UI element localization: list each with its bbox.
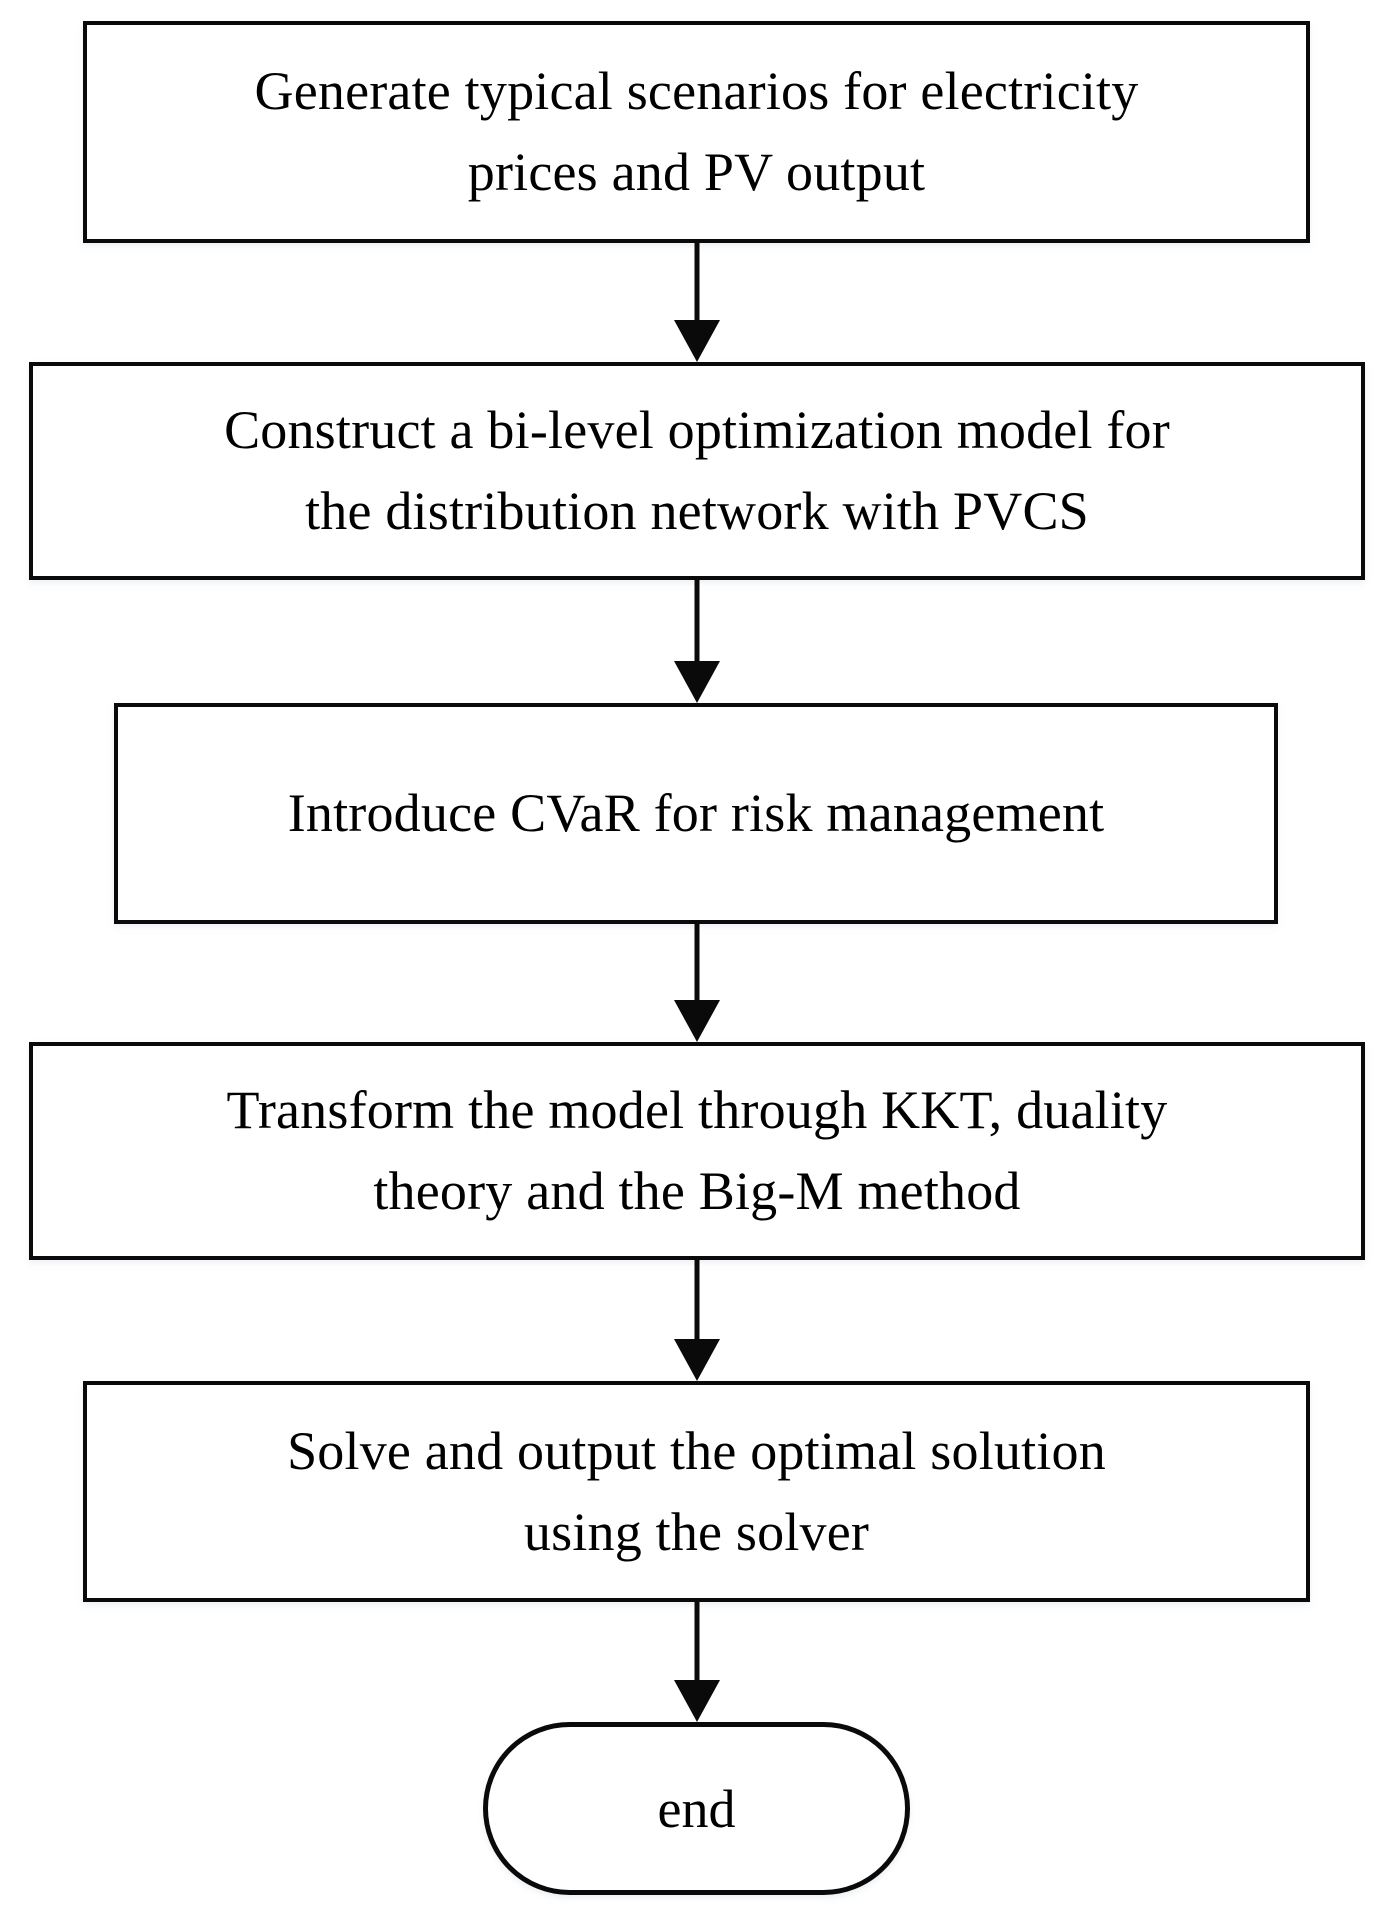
flowchart-node-introduce-cvar: Introduce CVaR for risk management — [114, 703, 1278, 924]
arrow-head-icon — [674, 320, 720, 362]
arrow-shaft — [694, 1260, 700, 1339]
arrow-head-icon — [674, 661, 720, 703]
flowchart-node-transform-model: Transform the model through KKT, duality… — [29, 1042, 1365, 1260]
node-label-solve-output: Solve and output the optimal solution us… — [287, 1420, 1106, 1562]
connector-arrow-4 — [674, 1260, 720, 1381]
flowchart-node-generate-scenarios: Generate typical scenarios for electrici… — [83, 21, 1310, 243]
flowchart-node-solve-output: Solve and output the optimal solution us… — [83, 1381, 1310, 1602]
node-label-construct-model: Construct a bi-level optimization model … — [224, 400, 1170, 541]
connector-arrow-2 — [674, 580, 720, 703]
flowchart-node-end: end — [483, 1722, 910, 1895]
connector-arrow-3 — [674, 924, 720, 1042]
arrow-shaft — [694, 243, 700, 320]
node-label-generate-scenarios: Generate typical scenarios for electrici… — [254, 61, 1139, 202]
arrow-shaft — [694, 1602, 700, 1680]
connector-arrow-1 — [674, 243, 720, 362]
node-label-introduce-cvar: Introduce CVaR for risk management — [287, 783, 1105, 843]
arrow-head-icon — [674, 1680, 720, 1722]
flowchart-node-construct-model: Construct a bi-level optimization model … — [29, 362, 1365, 580]
arrow-shaft — [694, 924, 700, 1000]
node-label-transform-model: Transform the model through KKT, duality… — [226, 1080, 1168, 1221]
connector-arrow-5 — [674, 1602, 720, 1722]
node-label-end: end — [657, 1778, 736, 1839]
arrow-head-icon — [674, 1339, 720, 1381]
arrow-shaft — [694, 580, 700, 661]
arrow-head-icon — [674, 1000, 720, 1042]
